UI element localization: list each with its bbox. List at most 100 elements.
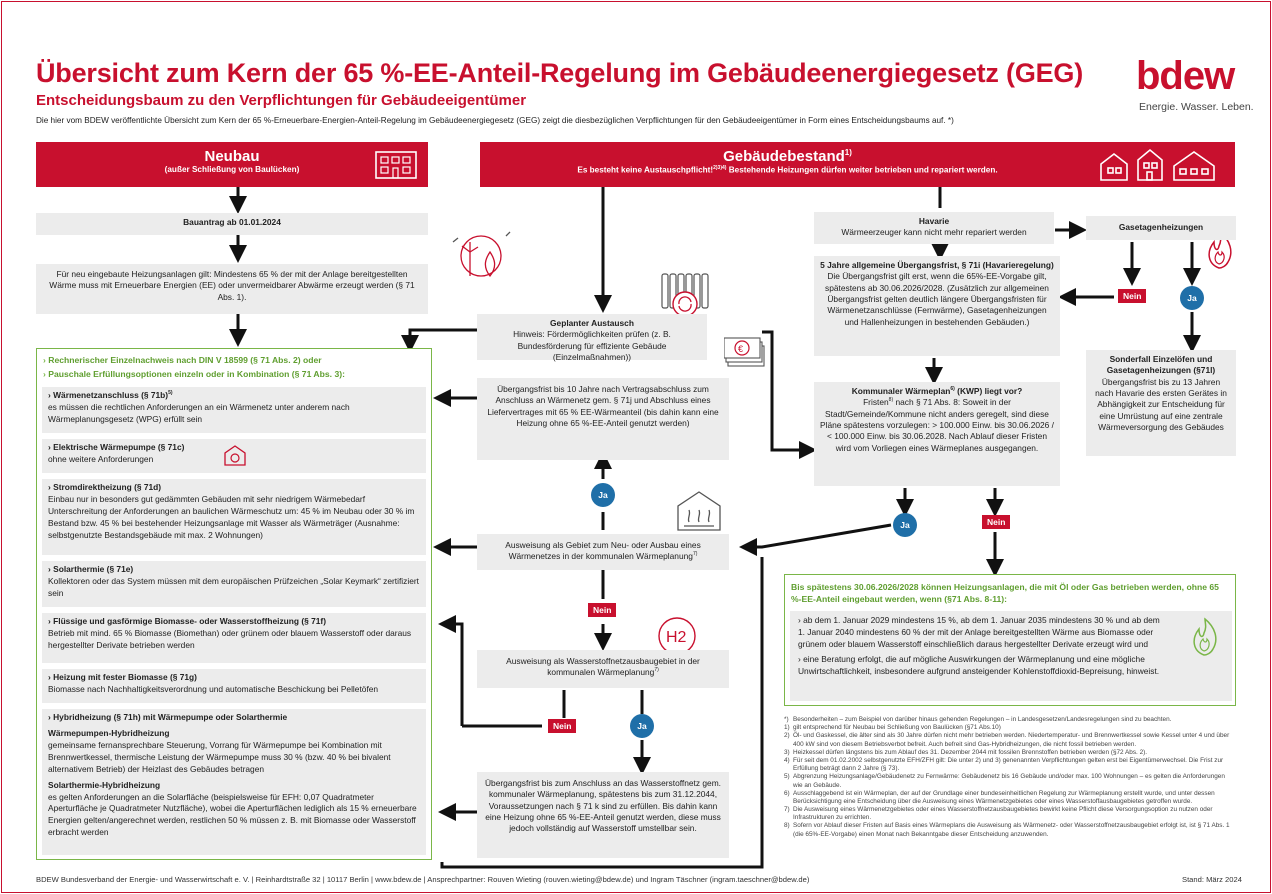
intro-text: Die hier vom BDEW veröffentlichte Übersi…	[36, 116, 954, 125]
footnote-text: Heizkessel dürfen längstens bis zum Abla…	[793, 748, 1148, 756]
oel-gas-item-text: ab dem 1. Januar 2029 mindestens 15 %, a…	[798, 615, 1160, 649]
heat-pump-icon	[224, 445, 246, 466]
footnote-text: Sofern vor Ablauf dieser Fristen auf Bas…	[793, 822, 1230, 838]
radiator-icon	[661, 273, 709, 317]
footnote: 7)Die Ausweisung eines Wärmenetzgebietes…	[784, 806, 1236, 822]
fuenf-title: 5 Jahre allgemeine Übergangsfrist, § 71i…	[820, 260, 1054, 270]
page-title: Übersicht zum Kern der 65 %-EE-Anteil-Re…	[36, 58, 1084, 88]
badge-ja-kwp: Ja	[893, 513, 917, 537]
svg-text:€: €	[738, 344, 743, 354]
badge-ja-h2: Ja	[630, 714, 654, 738]
bestand-subtitle-rest: Bestehende Heizungen dürfen weiter betri…	[726, 165, 998, 175]
footer-text: BDEW Bundesverband der Energie- und Wass…	[36, 875, 810, 884]
option-stromdirekt: › Stromdirektheizung (§ 71d) Einbau nur …	[42, 479, 426, 555]
footnote-number: 7)	[784, 806, 790, 814]
kwp-box: Kommunaler Wärmeplan6) (KWP) liegt vor? …	[814, 382, 1060, 486]
hydrogen-label: H2	[666, 629, 687, 646]
geplant-text: Hinweis: Fördermöglichkeiten prüfen (z. …	[513, 329, 671, 363]
options-header-1: › Rechnerischer Einzelnachweis nach DIN …	[43, 355, 322, 365]
option-text: ohne weitere Anforderungen	[48, 453, 154, 464]
bdew-logo: bdew	[1136, 54, 1235, 98]
geplanter-austausch-box: Geplanter Austausch Hinweis: Fördermögli…	[477, 314, 707, 363]
sonderfall-title: Sonderfall Einzelöfen und Gasetagenheizu…	[1106, 354, 1216, 376]
hybrid-wp-text: gemeinsame fernansprechbare Steuerung, V…	[48, 739, 391, 774]
neubau-title: Neubau	[204, 148, 260, 165]
footnote-number: 1)	[784, 724, 790, 732]
hybrid-st-title: Solarthermie-Hybridheizung	[48, 779, 161, 790]
kwp-title-rest: (KWP) liegt vor?	[954, 386, 1023, 396]
heat-network-icon	[677, 491, 721, 531]
hybrid-title: Hybridheizung (§ 71h) mit Wärmepumpe ode…	[53, 712, 288, 722]
hybrid-wp-title: Wärmepumpen-Hybridheizung	[48, 727, 170, 738]
footnote: 6)Ausschlaggebend ist ein Wärmeplan, der…	[784, 790, 1236, 806]
kwp-text: Fristen	[863, 397, 889, 408]
ausweisung-h2-box: Ausweisung als Wasserstoffnetzausbaugebi…	[477, 650, 729, 688]
footnote-number: 3)	[784, 748, 790, 756]
ausweisung-waermenetz-box: Ausweisung als Gebiet zum Neu- oder Ausb…	[477, 534, 729, 570]
neubau-subtitle: (außer Schließung von Baulücken)	[164, 165, 300, 174]
options-header-1-text: Rechnerischer Einzelnachweis nach DIN V …	[48, 355, 322, 365]
oel-gas-panel: Bis spätestens 30.06.2026/2028 können He…	[784, 574, 1236, 706]
kwp-title: Kommunaler Wärmeplan	[851, 386, 951, 396]
option-sup: 5)	[168, 390, 173, 397]
badge-nein-waermenetz: Nein	[588, 603, 617, 617]
sonderfall-box: Sonderfall Einzelöfen und Gasetagenheizu…	[1086, 350, 1236, 456]
neubau-rule-box: Für neu eingebaute Heizungsanlagen gilt:…	[36, 264, 428, 314]
ausweisung-h2-sup: 7)	[654, 667, 659, 674]
option-waermenetz: › Wärmenetzanschluss (§ 71b)5) es müssen…	[42, 387, 426, 433]
kwp-sup: 6)	[950, 386, 955, 393]
option-text: Einbau nur in besonders gut gedämmten Ge…	[48, 493, 415, 540]
footnotes: *)Besonderheiten – zum Beispiel von darü…	[784, 716, 1236, 839]
options-header-2-text: Pauschale Erfüllungsoptionen einzeln ode…	[48, 369, 345, 379]
bauantrag-box: Bauantrag ab 01.01.2024	[36, 213, 428, 235]
havarie-box: Havarie Wärmeerzeuger kann nicht mehr re…	[814, 212, 1054, 244]
renewable-icon	[452, 231, 511, 278]
ausweisung-wn-text: Ausweisung als Gebiet zum Neu- oder Ausb…	[505, 540, 701, 562]
option-title: Heizung mit fester Biomasse (§ 71g)	[53, 672, 197, 682]
option-biomasse-fluessig: › Flüssige und gasförmige Biomasse- oder…	[42, 613, 426, 663]
option-solarthermie: › Solarthermie (§ 71e) Kollektoren oder …	[42, 561, 426, 607]
oel-gas-item-text: eine Beratung erfolgt, die auf mögliche …	[798, 653, 1160, 676]
footnote: *)Besonderheiten – zum Beispiel von darü…	[784, 716, 1236, 724]
option-title: Flüssige und gasförmige Biomasse- oder W…	[53, 616, 326, 626]
footer-stand: Stand: März 2024	[1182, 875, 1242, 884]
footnote-number: 6)	[784, 789, 790, 797]
kwp-text-rest: nach § 71 Abs. 8: Soweit in der Stadt/Ge…	[820, 397, 1054, 453]
footnote-text: Für seit dem 01.02.2002 selbstgenutzte E…	[793, 756, 1224, 773]
footnote-text: Öl- und Gaskessel, die älter sind als 30…	[793, 732, 1230, 748]
option-hybrid: › Hybridheizung (§ 71h) mit Wärmepumpe o…	[42, 709, 426, 855]
bestand-title: Gebäudebestand	[723, 148, 845, 165]
badge-nein-gasetagen: Nein	[1118, 289, 1147, 303]
oel-gas-item-1: › ab dem 1. Januar 2029 mindestens 15 %,…	[798, 615, 1160, 649]
option-waermepumpe: › Elektrische Wärmepumpe (§ 71c) ohne we…	[42, 439, 426, 473]
bestand-subtitle: Es besteht keine Austauschpflicht!	[577, 165, 714, 175]
bestand-subtitle-sup: 2)3)4)	[713, 165, 727, 171]
oel-gas-title: Bis spätestens 30.06.2026/2028 können He…	[791, 582, 1219, 605]
options-panel: › Rechnerischer Einzelnachweis nach DIN …	[36, 348, 432, 860]
building-icon	[375, 151, 417, 179]
footnote-text: gilt entsprechend für Neubau bei Schließ…	[793, 724, 1001, 732]
badge-nein-kwp: Nein	[982, 515, 1011, 529]
option-text: Betrieb mit mind. 65 % Biomasse (Biometh…	[48, 627, 412, 650]
badge-ja-waermenetz: Ja	[591, 483, 615, 507]
geplant-title: Geplanter Austausch	[550, 318, 634, 328]
badge-nein-h2: Nein	[548, 719, 577, 733]
hybrid-st-text: es gelten Anforderungen an die Solarfläc…	[48, 791, 417, 838]
green-flame-icon	[1193, 617, 1217, 656]
logo-tagline: Energie. Wasser. Leben.	[1139, 101, 1254, 113]
option-biomasse-fest: › Heizung mit fester Biomasse (§ 71g) Bi…	[42, 669, 426, 703]
footnote: 5)Abgrenzung Heizungsanlage/Gebäudenetz …	[784, 773, 1236, 789]
option-text: Kollektoren oder das System müssen mit d…	[48, 575, 419, 598]
bestand-banner: Gebäudebestand1) Es besteht keine Austau…	[480, 142, 1235, 187]
options-header-2: › Pauschale Erfüllungsoptionen einzeln o…	[43, 369, 345, 379]
havarie-title: Havarie	[918, 216, 950, 226]
footnote-number: 5)	[784, 773, 790, 781]
page-subtitle: Entscheidungsbaum zu den Verpflichtungen…	[36, 92, 527, 109]
option-text: Biomasse nach Nachhaltigkeitsverordnung …	[48, 683, 379, 694]
option-title: Solarthermie (§ 71e)	[53, 564, 134, 574]
money-icon: €	[724, 337, 765, 367]
footnote-text: Die Ausweisung eines Wärmenetzgebietes o…	[793, 806, 1213, 822]
footnote: 1)gilt entsprechend für Neubau bei Schli…	[784, 724, 1236, 732]
option-title: Elektrische Wärmepumpe (§ 71c)	[53, 442, 185, 452]
